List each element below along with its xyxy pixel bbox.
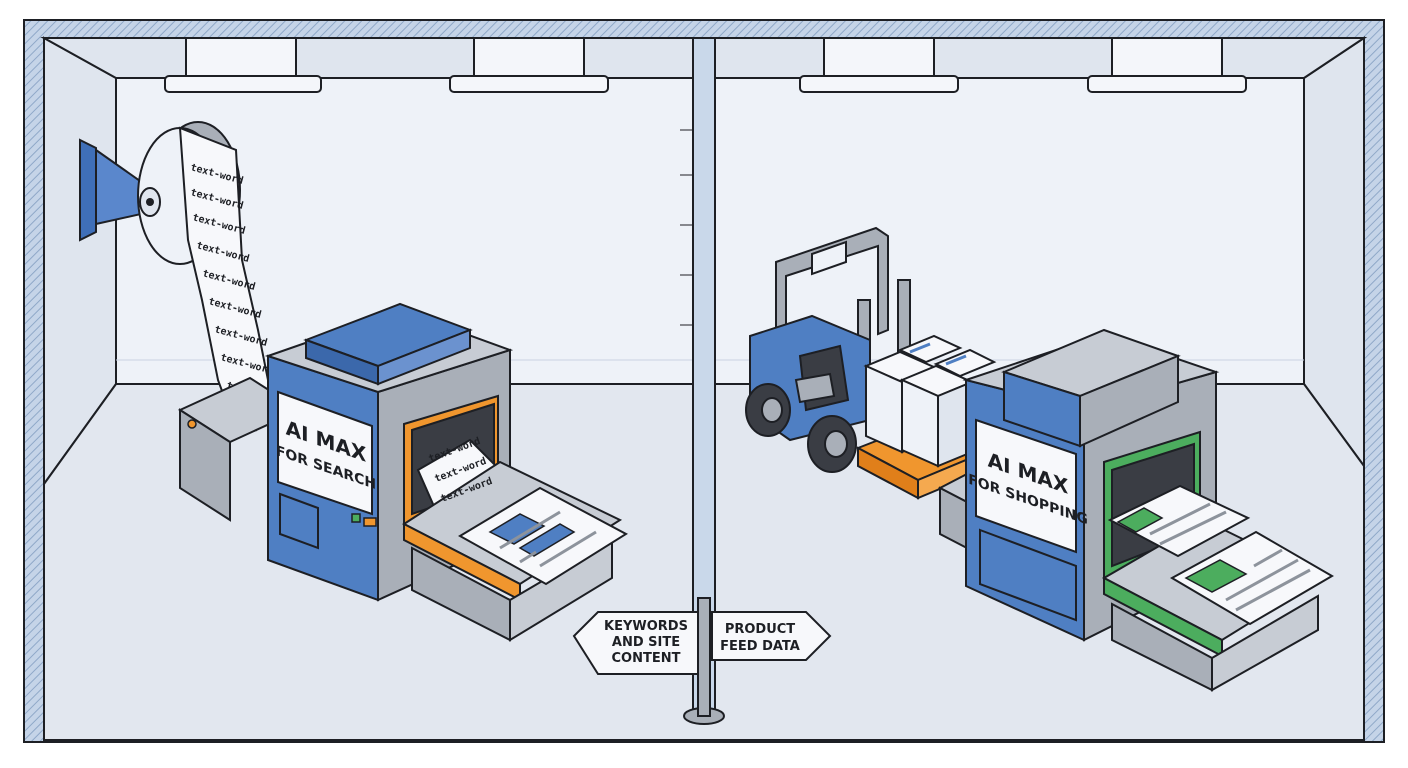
forklift [745,226,997,500]
signpost: KEYWORDS AND SITE CONTENT PRODUCT FEED D… [572,597,832,725]
sign-right-line1: PRODUCT [725,622,795,637]
sign-left-line2: AND SITE [612,635,680,650]
sign-left-arrow [572,611,699,675]
sign-right-arrow [711,611,832,661]
sign-right-line2: FEED DATA [720,639,800,654]
ceiling-lights [164,37,1247,93]
search-machine: AI MAX FOR SEARCH text-word text-word te… [177,302,628,642]
sign-left-line1: KEYWORDS [604,619,688,634]
search-output-document [458,486,628,586]
sign-left-line3: CONTENT [612,651,681,666]
shopping-output-documents [1107,484,1334,626]
product-sheet-stacks [863,334,997,468]
paper-roll: text-word text-word text-word text-word … [79,121,280,432]
shopping-machine: AI MAX FOR SHOPPING [937,328,1334,692]
